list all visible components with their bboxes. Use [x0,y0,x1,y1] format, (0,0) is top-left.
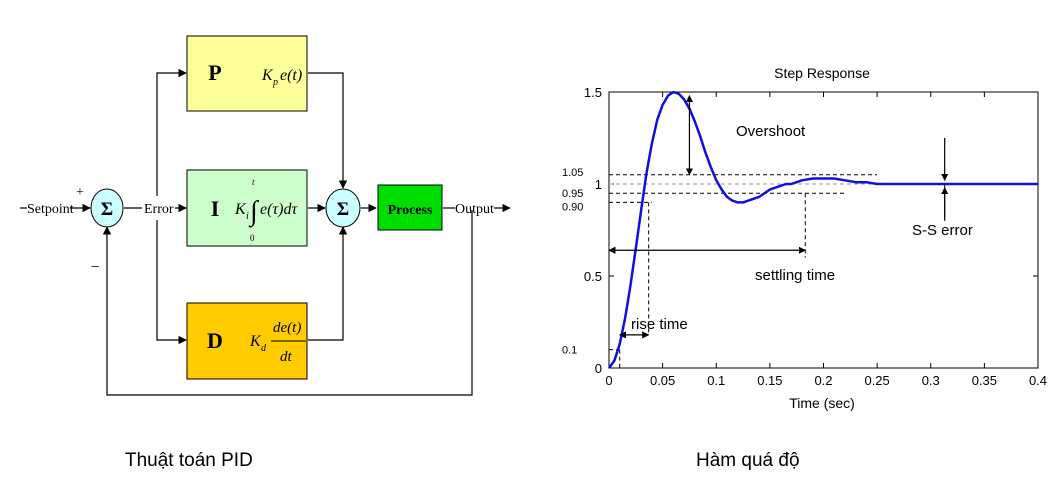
i-letter: I [211,196,220,221]
i-formula: K i ∫ t 0 e(τ)dτ [234,177,298,243]
svg-text:K: K [249,333,262,350]
process-block [377,184,443,231]
overshoot-label: Overshoot [736,123,806,140]
sum-junction-2 [325,188,361,228]
plus-sign: + [76,185,84,200]
p-block [186,35,308,112]
d-letter: D [207,328,223,353]
extra-y-label: 0.90 [562,201,583,213]
step-response-line [607,90,1038,369]
pid-diagram [70,68,511,396]
svg-text:e(t): e(t) [280,67,302,84]
p-letter: P [208,60,221,85]
step-response-chart: Step Response 0 0.05 0.1 0.15 0.2 0.25 0.3 0.35… [562,65,1047,411]
d-formula: K d de(t) dt [249,320,306,365]
x-tick-label: 0 [605,373,612,388]
svg-text:0: 0 [250,233,255,243]
x-tick-label: 0.25 [864,373,889,388]
x-tick-label: 0.05 [650,373,675,388]
chart-title: Step Response [774,65,870,81]
svg-text:∫: ∫ [248,196,260,228]
svg-text:dt: dt [280,349,293,365]
process-label: Process [388,203,433,218]
feedback-line [102,210,473,396]
svg-text:e(τ)dτ: e(τ)dτ [260,201,298,218]
rise-time-label: rise time [631,316,688,333]
svg-text:p: p [272,77,278,88]
extra-y-label: 0.95 [562,188,583,200]
branch-to-p [156,68,187,196]
error-label: Error [144,202,174,217]
svg-text:de(t): de(t) [273,320,301,336]
x-tick-label: 0.35 [972,373,997,388]
sum-symbol-2: Σ [337,199,349,220]
svg-text:K: K [234,201,247,218]
svg-text:t: t [252,177,255,187]
svg-text:d: d [261,343,267,354]
x-tick-label: 0.1 [707,373,725,388]
extra-y-label: 1.05 [562,167,583,179]
sum-symbol-1: Σ [101,199,113,220]
y-tick-label: 1 [595,177,602,192]
p-formula: K p e(t) [261,67,302,88]
extra-y-label: 0.1 [562,345,577,357]
svg-text:K: K [261,67,274,84]
x-axis-label: Time (sec) [789,395,855,411]
x-tick-label: 0.4 [1029,373,1047,388]
x-tick-label: 0.15 [757,373,782,388]
p-to-sum-line [308,72,348,189]
caption-pid-algorithm: Thuật toán PID [125,450,253,471]
output-label: Output [455,202,494,217]
x-tick-label: 0.2 [814,373,832,388]
branch-to-d [156,220,187,345]
d-to-sum-line [308,226,348,341]
chart-dynamic: 0 0.05 0.1 0.15 0.2 0.25 0.3 0.35 0.4 0 0.5 1 1.5 0.1… [562,85,1047,388]
y-tick-label: 1.5 [584,85,602,100]
x-tick-label: 0.3 [922,373,940,388]
y-tick-label: 0.5 [584,269,602,284]
minus-sign: − [90,259,99,276]
ss-error-label: S-S error [912,222,973,239]
caption-transient-response: Hàm quá độ [696,450,800,471]
i-block [186,169,308,247]
svg-text:i: i [246,211,249,222]
settling-time-label: settling time [755,267,835,284]
setpoint-label: Setpoint [27,202,74,217]
y-tick-label: 0 [595,361,602,376]
sum-junction-1 [90,188,124,228]
